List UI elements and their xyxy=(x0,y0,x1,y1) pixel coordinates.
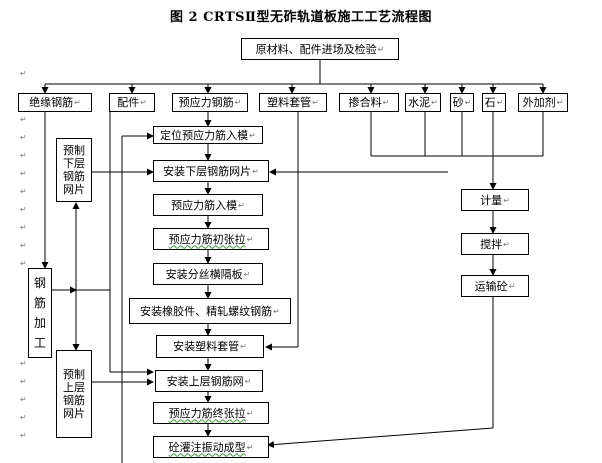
step-install-plastic-sleeve: 安装塑料套管↵ xyxy=(156,335,264,358)
material-fittings: 配件↵ xyxy=(109,93,155,112)
material-additive: 外加剂↵ xyxy=(518,93,568,112)
step-install-rubber-threaded-rebar: 安装橡胶件、精轧螺纹钢筋↵ xyxy=(129,298,291,324)
paragraph-mark: ↵ xyxy=(20,241,27,250)
step-mixing: 搅拌↵ xyxy=(461,233,529,255)
paragraph-mark: ↵ xyxy=(20,259,27,268)
paragraph-mark: ↵ xyxy=(20,431,27,440)
paragraph-mark: ↵ xyxy=(20,69,27,78)
paragraph-mark: ↵ xyxy=(20,115,27,124)
paragraph-mark: ↵ xyxy=(20,187,27,196)
paragraph-mark: ↵ xyxy=(20,151,27,160)
paragraph-mark: ↵ xyxy=(20,223,27,232)
step-position-prestressed-rebar: 定位预应力筋入模↵ xyxy=(153,126,263,144)
rebar-processing-box: 钢筋加工 xyxy=(28,268,52,358)
material-insulated-rebar: 绝缘钢筋↵ xyxy=(18,93,92,112)
paragraph-mark: ↵ xyxy=(20,413,27,422)
paragraph-mark: ↵ xyxy=(20,395,27,404)
material-stone: 石↵ xyxy=(482,93,506,112)
paragraph-mark: ↵ xyxy=(20,359,27,368)
material-plastic-sleeve: 塑料套管↵ xyxy=(259,93,327,112)
prefab-lower-mesh-box: 预制下层钢筋网片 xyxy=(56,138,92,202)
paragraph-mark: ↵ xyxy=(20,205,27,214)
step-final-tensioning: 预应力筋终张拉↵ xyxy=(153,402,269,424)
step-install-wire-separator: 安装分丝横隔板↵ xyxy=(153,263,263,285)
step-initial-tensioning: 预应力筋初张拉↵ xyxy=(153,228,269,250)
prefab-upper-mesh-box: 预制上层钢筋网片 xyxy=(56,350,92,438)
material-cement: 水泥↵ xyxy=(405,93,441,112)
diagram-title: 图 2 CRTSⅡ型无砟轨道板施工工艺流程图 xyxy=(169,10,433,25)
step-transport-concrete: 运输砼↵ xyxy=(461,275,529,297)
paragraph-mark: ↵ xyxy=(20,133,27,142)
material-admixture-mineral: 掺合料↵ xyxy=(339,93,399,112)
step-metering: 计量↵ xyxy=(461,189,529,211)
material-prestressed-rebar: 预应力钢筋↵ xyxy=(172,93,248,112)
step-prestressed-rebar-in-mold: 预应力筋入模↵ xyxy=(153,194,263,216)
step-install-lower-mesh: 安装下层钢筋网片↵ xyxy=(153,160,269,182)
paragraph-mark: ↵ xyxy=(20,377,27,386)
raw-materials-inspection-box: 原材料、配件进场及检验↵ xyxy=(241,38,399,60)
paragraph-mark: ↵ xyxy=(20,169,27,178)
step-install-upper-mesh: 安装上层钢筋网↵ xyxy=(155,370,263,392)
material-sand: 砂↵ xyxy=(450,93,474,112)
step-concrete-pouring: 砼灌注振动成型↵ xyxy=(153,436,269,458)
